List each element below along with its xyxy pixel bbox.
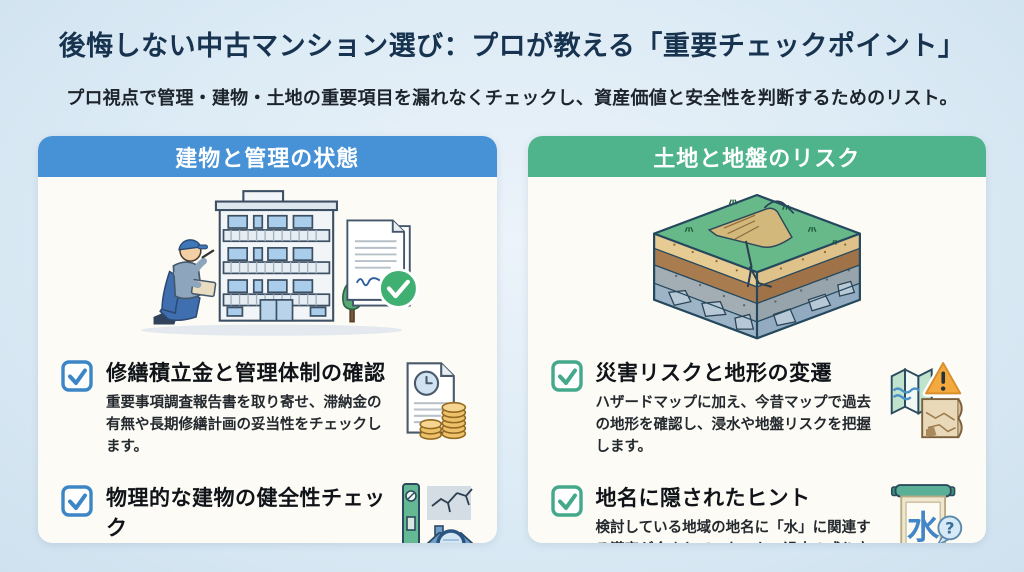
checkbox-blue-icon [61, 485, 93, 517]
card-building-header: 建物と管理の状態 [38, 136, 497, 177]
check-item-place-name-hint: 地名に隠されたヒント 検討している地域の地名に「水」に関連する漢字が含まれていな… [528, 482, 987, 543]
item-description: ハザードマップに加え、今昔マップで過去の地形を確認し、浸水や地盤リスクを把握しま… [595, 395, 872, 455]
item-title: 物理的な建物の健全性チェック [106, 487, 386, 541]
soil-cross-section-illustration [528, 183, 987, 343]
item-description: 重要事項調査報告書を取り寄せ、滞納金の有無や長期修繕計画の妥当性をチェックします… [106, 395, 382, 455]
level-crack-magnifier-icon [395, 482, 479, 543]
building-floors [222, 214, 331, 322]
scroll-water-kanji-icon: 水 ? [884, 482, 968, 543]
item-title: 修繕積立金と管理体制の確認 [106, 362, 386, 385]
svg-text:?: ? [945, 519, 954, 538]
checkbox-blue-icon [61, 360, 93, 392]
svg-text:水: 水 [907, 509, 940, 543]
document-clock-coins-icon [395, 357, 479, 441]
page-title: 後悔しない中古マンション選び：プロが教える「重要チェックポイント」 [58, 31, 966, 61]
cards-row: 建物と管理の状態 [0, 136, 1024, 543]
checkbox-green-icon [550, 485, 583, 517]
building-inspection-illustration [38, 183, 497, 343]
card-building-management: 建物と管理の状態 [38, 136, 497, 543]
card-land-header: 土地と地盤のリスク [527, 136, 986, 177]
green-check-badge [378, 268, 419, 309]
check-item-disaster-risk: 災害リスクと地形の変遷 ハザードマップに加え、今昔マップで過去の地形を確認し、浸… [528, 357, 987, 458]
hazard-map-warning-icon [884, 357, 968, 445]
check-item-building-health: 物理的な建物の健全性チェック 3/1000以上の傾き、構造クラック、屋上や外壁の… [38, 482, 497, 543]
item-title: 地名に隠されたヒント [595, 487, 811, 511]
item-title: 災害リスクと地形の変遷 [595, 362, 832, 385]
page-subtitle: プロ視点で管理・建物・土地の重要項目を漏れなくチェックし、資産価値と安全性を判断… [66, 88, 958, 108]
item-description: 検討している地域の地名に「水」に関連する漢字が含まれていないか、過去の成り立ちを… [595, 520, 871, 543]
building-inspector [153, 239, 217, 325]
check-item-repair-fund: 修繕積立金と管理体制の確認 重要事項調査報告書を取り寄せ、滞納金の有無や長期修繕… [38, 357, 497, 458]
card-land-ground-risk: 土地と地盤のリスク [527, 136, 987, 543]
checkbox-green-icon [550, 360, 583, 392]
